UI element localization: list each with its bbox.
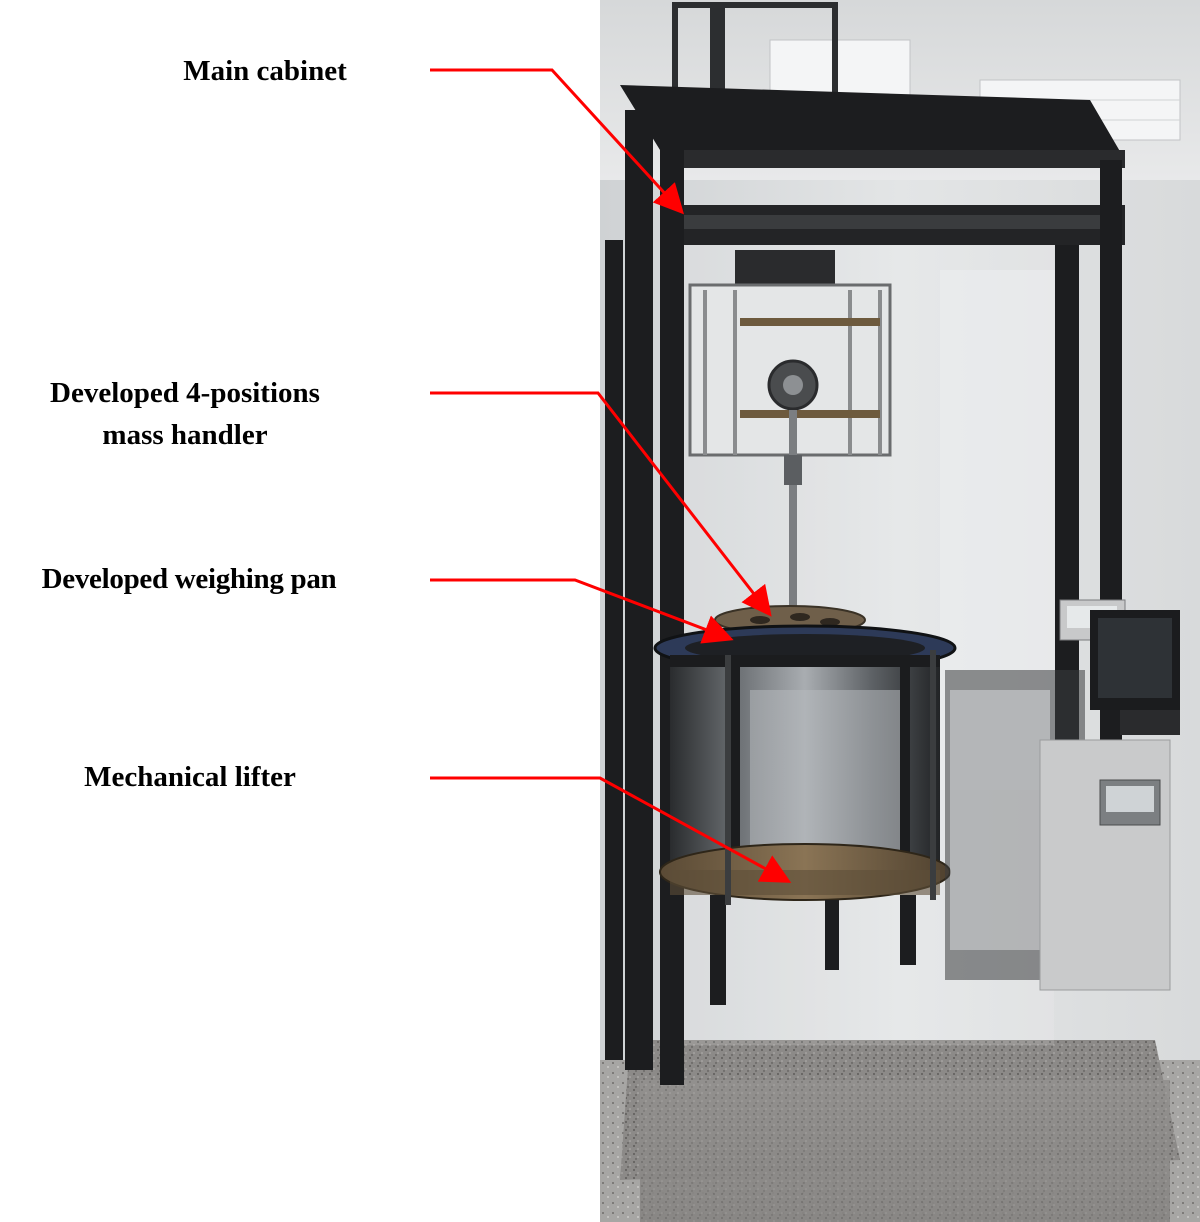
label-weighing-pan-text: Developed weighing pan	[41, 563, 337, 595]
control-cabinet	[945, 599, 1180, 991]
label-mass-handler-line2: mass handler	[102, 419, 268, 451]
label-mechanical-lifter: Mechanical lifter	[40, 756, 340, 798]
label-mass-handler: Developed 4-positions mass handler	[10, 372, 360, 456]
label-main-cabinet: Main cabinet	[150, 50, 380, 92]
label-mass-handler-line1: Developed 4-positions	[50, 377, 320, 409]
vacuum-cylinder	[670, 655, 940, 875]
label-weighing-pan: Developed weighing pan	[0, 558, 378, 600]
apparatus-photo	[600, 0, 1200, 1222]
label-main-cabinet-text: Main cabinet	[183, 55, 347, 87]
label-mechanical-lifter-text: Mechanical lifter	[84, 761, 296, 793]
